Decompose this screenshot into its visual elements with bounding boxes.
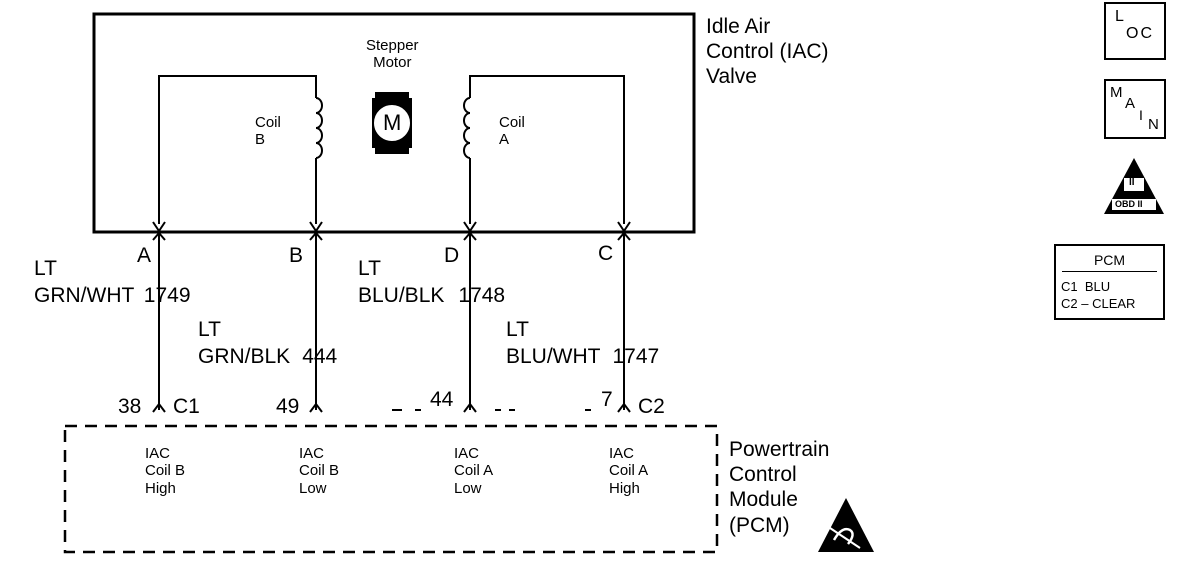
main-symbol-m: M [1110,84,1123,101]
circuit-line: IAC [454,445,480,462]
circuit-line: Coil B [145,462,186,480]
wire-label-1749: LT GRN/WHT 1749 [34,255,191,310]
harness-wires [158,233,625,410]
pcm-title-line: (PCM) [729,513,790,537]
motor-label-line: Motor [373,53,412,71]
coil-a-wire-c [469,75,625,224]
title-line: Valve [706,64,757,88]
circuit-number: 444 [302,345,338,369]
main-symbol-n: N [1148,116,1159,133]
wire-label-1747: LT BLU/WHT 1747 [506,316,659,371]
pcm-pin-7: 7 [601,388,613,411]
circuit-number: 1749 [143,284,191,308]
circuit-line: Coil A [609,462,649,480]
pcm-title-line: Powertrain [729,438,830,461]
pcm-circuit-label: IAC Coil B Low [299,445,339,497]
pcm-pin-44: 44 [430,388,454,411]
coil-label-line: Coil [255,114,281,131]
pcm-table-row: C1 BLU [1061,279,1111,294]
circuit-line: IAC [145,445,171,462]
pin-label-c: C [598,242,614,265]
coil-b-wire-a [158,75,317,224]
wire-color-line: LT [358,257,381,280]
circuit-line: Low [454,479,482,497]
pcm-table-title: PCM [1093,252,1126,268]
pcm-circuit-label: IAC Coil A Low [454,445,493,497]
main-symbol: M A I N [1104,79,1166,139]
circuit-line: High [609,479,640,497]
connector-arrows-bottom [152,402,631,413]
circuit-line: Low [299,479,327,497]
coil-icon [463,97,471,159]
pcm-pin-38: 38 [118,395,142,418]
motor-label: Stepper Motor [366,37,419,71]
title-line: Control (IAC) [706,39,829,63]
circuit-line: IAC [609,445,635,462]
obd-ii-icon [1104,158,1164,214]
coil-label-line: Coil [499,114,525,131]
obd-ii-bottom-label: OBD II [1115,199,1143,209]
wire-color-line: GRN/BLK [198,345,291,369]
loc-symbol: L OC [1104,2,1166,60]
circuit-line: IAC [299,445,325,462]
motor-symbol-letter: M [383,110,402,135]
coil-b-label: Coil B [255,114,281,149]
circuit-number: 1748 [458,284,506,308]
pcm-title: Powertrain Control Module (PCM) [729,437,829,538]
circuit-line: Coil B [299,462,340,480]
wire-color-line: LT [198,318,221,341]
pin-label-a: A [137,244,152,267]
main-symbol-i: I [1139,107,1143,123]
pcm-connector-c1: C1 [173,395,200,418]
esd-warning-icon [818,498,874,552]
circuit-line: Coil A [454,462,494,480]
pcm-pin-49: 49 [276,395,300,418]
title-line: Idle Air [706,15,771,38]
wire-label-1748: LT BLU/BLK 1748 [358,255,505,310]
pcm-connector-c2: C2 [638,395,665,418]
wire-color-line: BLU/BLK [358,284,445,308]
circuit-line: High [145,479,176,497]
wire-color-line: BLU/WHT [506,345,601,369]
obd-ii-top-label: II [1129,177,1135,188]
pcm-connector-table: PCM C1 BLU C2 – CLEAR [1054,244,1165,320]
main-symbol-a: A [1125,95,1136,112]
pcm-title-line: Module [729,488,798,512]
coil-a-label: Coil A [499,114,525,149]
motor-label-line: Stepper [366,37,419,54]
wire-color-line: LT [34,257,57,280]
pin-label-d: D [444,244,460,267]
pin-label-b: B [289,244,304,267]
iac-valve-title: Idle Air Control (IAC) Valve [706,15,829,89]
iac-valve-box [92,12,696,234]
pcm-title-line: Control [729,463,797,487]
loc-symbol-bottom: OC [1126,25,1154,42]
wire-label-444: LT GRN/BLK 444 [198,316,337,371]
coil-label-line: B [255,131,266,149]
pcm-table-divider [1062,271,1157,272]
coil-label-line: A [499,131,510,149]
loc-symbol-top: L [1115,8,1124,25]
coil-icon [315,97,323,159]
pcm-circuit-label: IAC Coil A High [609,445,648,497]
pcm-circuit-label: IAC Coil B High [145,445,185,497]
pcm-box [63,424,719,554]
stepper-motor-icon [372,92,412,154]
pcm-table-row: C2 – CLEAR [1061,296,1136,311]
wire-color-line: LT [506,318,529,341]
wire-color-line: GRN/WHT [34,284,134,308]
circuit-number: 1747 [612,345,660,369]
